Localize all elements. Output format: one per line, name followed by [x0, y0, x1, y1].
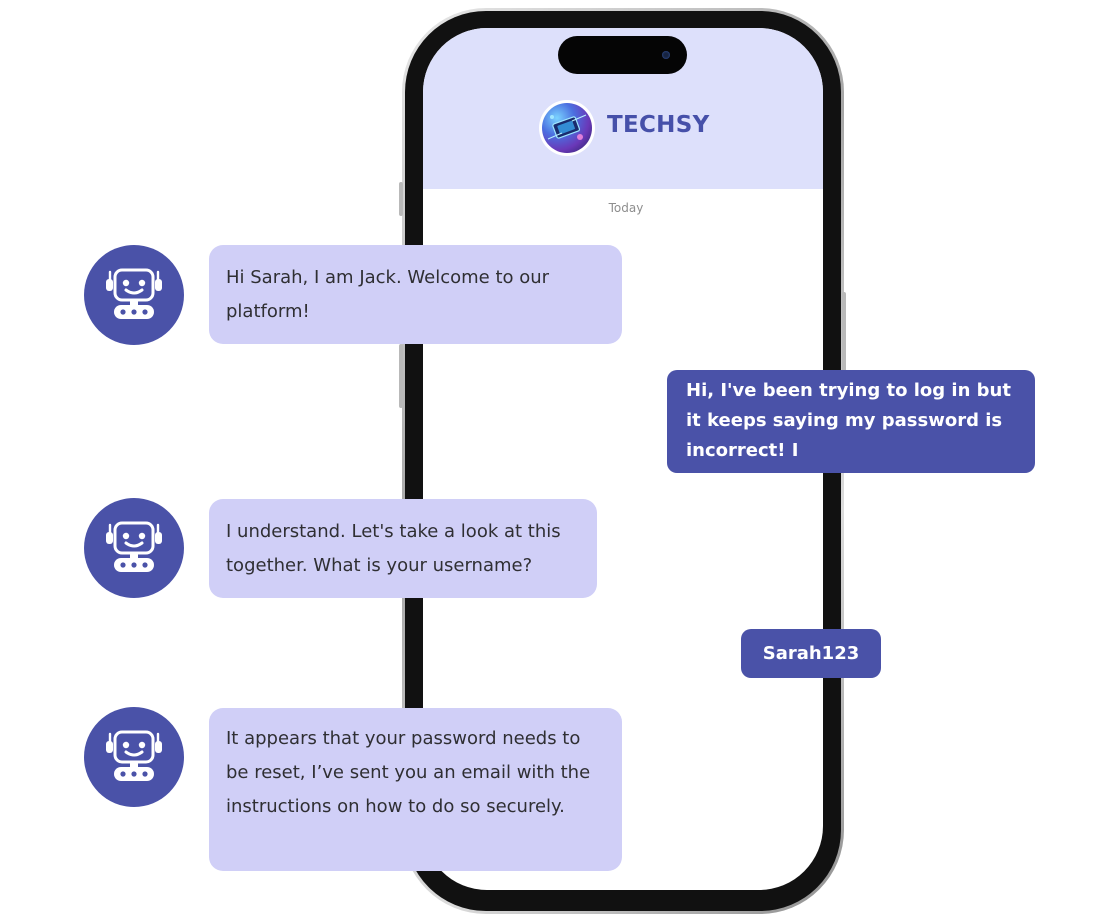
message-text: I understand. Let's take a look at this … — [226, 521, 561, 576]
robot-icon — [106, 521, 162, 572]
bot-message: I understand. Let's take a look at this … — [209, 499, 597, 598]
user-message: Sarah123 — [741, 629, 881, 678]
app-name: TECHSY — [607, 112, 710, 138]
bot-message: It appears that your password needs to b… — [209, 708, 622, 871]
dynamic-island — [558, 36, 687, 74]
power-button — [842, 292, 846, 392]
message-text: It appears that your password needs to b… — [226, 728, 591, 817]
message-text: Hi Sarah, I am Jack. Welcome to our plat… — [226, 267, 550, 322]
message-text: Hi, I've been trying to log in but it ke… — [686, 380, 1011, 461]
robot-icon — [106, 268, 162, 319]
chat-header: TECHSY — [423, 28, 823, 189]
bot-message: Hi Sarah, I am Jack. Welcome to our plat… — [209, 245, 622, 344]
action-button — [399, 182, 403, 216]
date-separator: Today — [608, 201, 644, 215]
brand-logo — [539, 100, 595, 156]
camera-icon — [662, 51, 670, 59]
user-message: Hi, I've been trying to log in but it ke… — [667, 370, 1035, 473]
robot-icon — [106, 730, 162, 781]
bot-avatar — [84, 707, 184, 807]
bot-avatar — [84, 498, 184, 598]
circuit-board-logo-icon — [542, 103, 592, 153]
volume-down-button — [399, 344, 403, 408]
bot-avatar — [84, 245, 184, 345]
message-text: Sarah123 — [762, 643, 860, 664]
